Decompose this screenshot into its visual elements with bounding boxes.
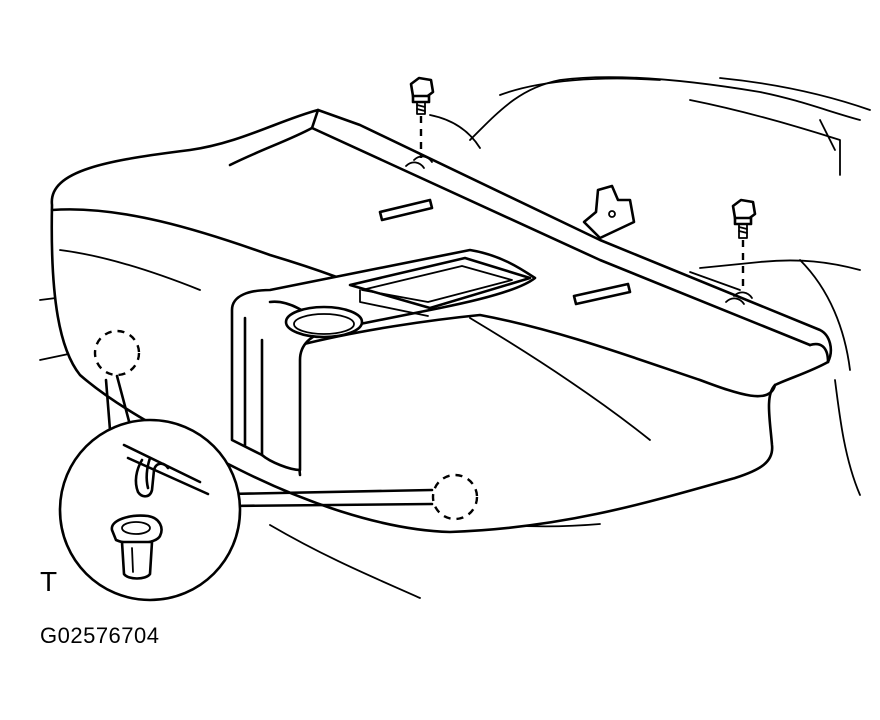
wire-clip-detail <box>122 443 210 498</box>
seat-cushion <box>50 108 833 534</box>
bolt-left <box>405 76 435 169</box>
clip-location-markers <box>93 329 479 521</box>
hinge-bracket <box>582 184 636 240</box>
clip-detail-callout <box>58 418 242 602</box>
push-clip-detail <box>110 514 163 580</box>
orientation-mark: T <box>40 566 58 597</box>
callout-leader <box>104 374 434 508</box>
figure-id-label: G02576704 <box>40 623 160 648</box>
bolt-right <box>725 198 757 305</box>
vehicle-body-lines <box>429 76 871 496</box>
